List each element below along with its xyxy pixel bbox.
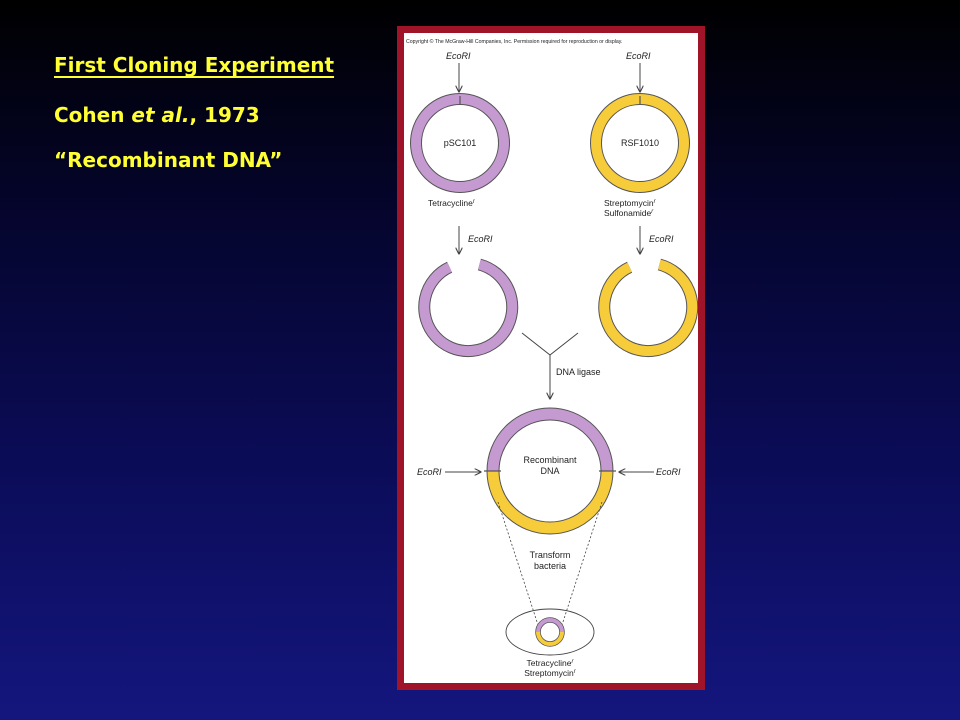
- recombinant-label-1: Recombinant: [523, 455, 577, 465]
- recombinant-plasmid: Recombinant DNA: [484, 407, 616, 535]
- cloning-diagram: Copyright © The McGraw-Hill Companies, I…: [404, 33, 698, 683]
- citation: Cohen et al., 1973: [54, 103, 260, 127]
- plasmid-psc101: pSC101: [410, 93, 510, 193]
- transform-label-2: bacteria: [534, 561, 566, 571]
- enzyme-label-6: EcoRI: [656, 467, 681, 477]
- citation-year: , 1973: [189, 103, 260, 127]
- cut-plasmid-rsf1010: [598, 258, 698, 358]
- copyright-notice: Copyright © The McGraw-Hill Companies, I…: [406, 38, 622, 45]
- final-resistance-2: Streptomycinr: [524, 668, 577, 678]
- cut-plasmid-psc101: [418, 258, 519, 358]
- transform-label-1: Transform: [530, 550, 571, 560]
- enzyme-label-1: EcoRI: [446, 51, 471, 61]
- enzyme-label-4: EcoRI: [649, 234, 674, 244]
- citation-author: Cohen: [54, 103, 132, 127]
- cloning-diagram-svg: Copyright © The McGraw-Hill Companies, I…: [406, 38, 698, 678]
- ligase-label: DNA ligase: [556, 367, 601, 377]
- enzyme-label-5: EcoRI: [417, 467, 442, 477]
- psc101-label: pSC101: [444, 138, 477, 148]
- recombinant-label-2: DNA: [540, 466, 559, 476]
- rsf1010-resistance-2: Sulfonamider: [604, 208, 654, 218]
- final-resistance-1: Tetracycliner: [527, 658, 575, 668]
- rsf1010-resistance-1: Streptomycinr: [604, 198, 657, 208]
- small-recombinant-plasmid: [535, 617, 565, 647]
- slide-subtitle: “Recombinant DNA”: [54, 148, 283, 172]
- citation-et-al: et al.: [131, 103, 190, 127]
- ligation-join-lines: [521, 332, 579, 356]
- bacterial-cell: [505, 608, 595, 656]
- psc101-resistance: Tetracycliner: [428, 198, 476, 208]
- figure-frame: Copyright © The McGraw-Hill Companies, I…: [397, 26, 705, 690]
- enzyme-label-3: EcoRI: [468, 234, 493, 244]
- plasmid-rsf1010: RSF1010: [590, 93, 690, 193]
- slide-title: First Cloning Experiment: [54, 53, 335, 77]
- enzyme-label-2: EcoRI: [626, 51, 651, 61]
- rsf1010-label: RSF1010: [621, 138, 659, 148]
